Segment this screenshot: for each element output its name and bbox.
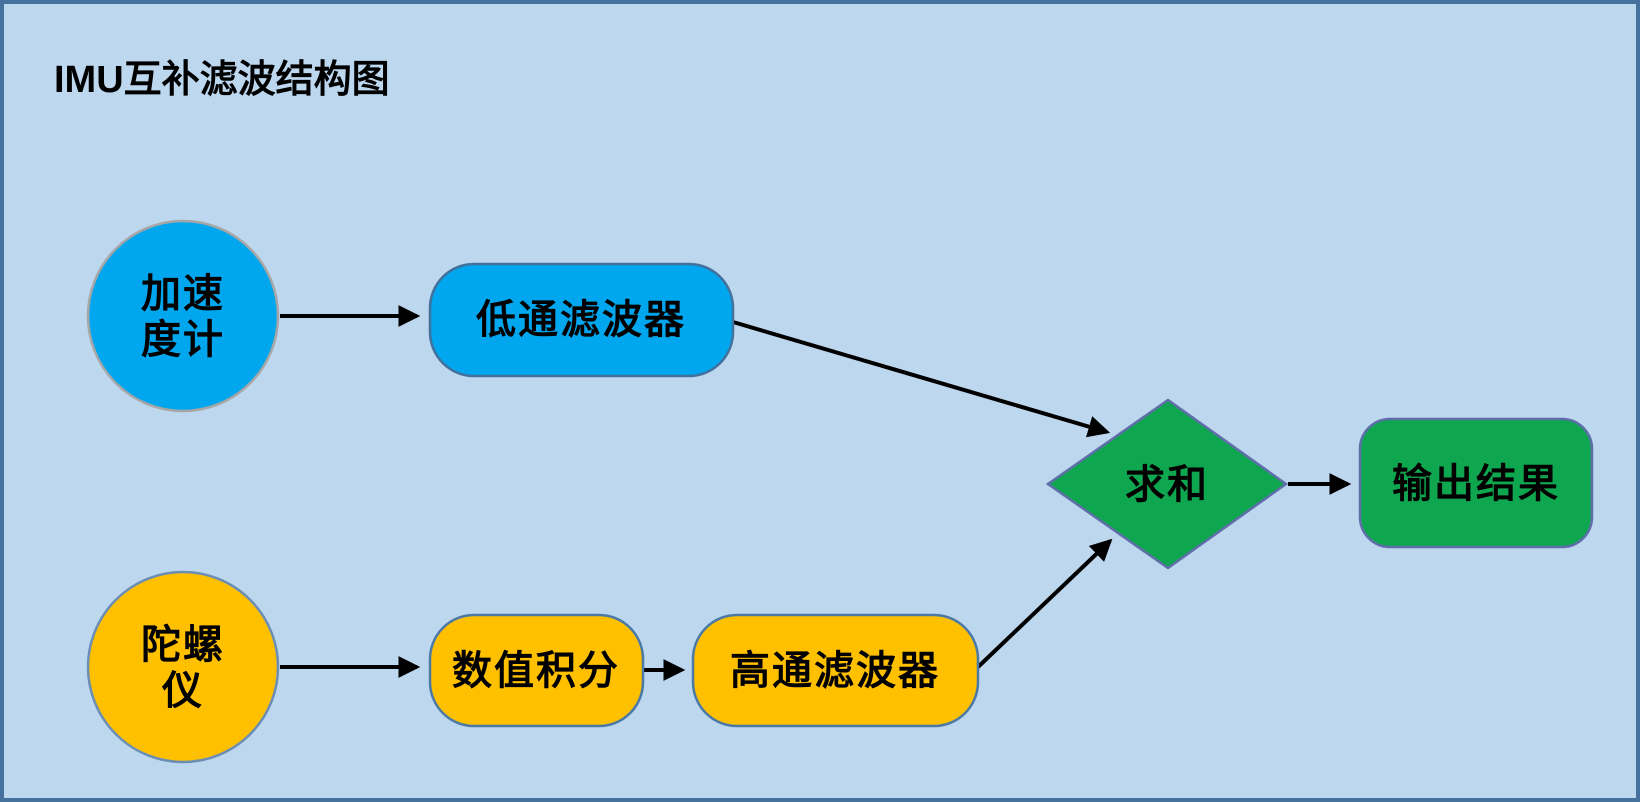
accelerometer-shape (86, 219, 280, 413)
diagram-svg: IMU互补滤波结构图 加速 度计 低通滤波器 陀螺 仪 数值积分 (54, 59, 1594, 764)
sum-shape (1045, 398, 1289, 570)
node-accelerometer: 加速 度计 (86, 219, 280, 413)
high-pass-filter-label: 高通滤波器 (730, 649, 940, 693)
low-pass-filter-label: 低通滤波器 (476, 298, 686, 342)
numerical-integration-label: 数值积分 (452, 649, 620, 693)
node-output: 输出结果 (1358, 417, 1594, 549)
gyroscope-shape (86, 570, 280, 764)
node-low-pass-filter: 低通滤波器 (428, 262, 735, 378)
accelerometer-label-line2: 度计 (141, 318, 225, 362)
node-sum: 求和 (1045, 398, 1289, 570)
sum-label: 求和 (1125, 463, 1209, 507)
node-numerical-integration: 数值积分 (428, 613, 645, 728)
node-high-pass-filter: 高通滤波器 (691, 613, 980, 728)
output-shape (1358, 417, 1594, 549)
low-pass-filter-shape (428, 262, 735, 378)
node-gyroscope: 陀螺 仪 (86, 570, 280, 764)
edge-low-pass-filter-to-sum (732, 320, 1111, 438)
edge-high-pass-filter-to-sum (976, 538, 1113, 669)
diagram-title: IMU互补滤波结构图 (54, 59, 390, 101)
output-label: 输出结果 (1392, 462, 1560, 506)
numerical-integration-shape (428, 613, 645, 728)
high-pass-filter-shape (691, 613, 980, 728)
gyroscope-label-line2: 仪 (161, 669, 204, 713)
accelerometer-label-line1: 加速 (141, 272, 225, 316)
gyroscope-label-line1: 陀螺 (141, 623, 225, 667)
